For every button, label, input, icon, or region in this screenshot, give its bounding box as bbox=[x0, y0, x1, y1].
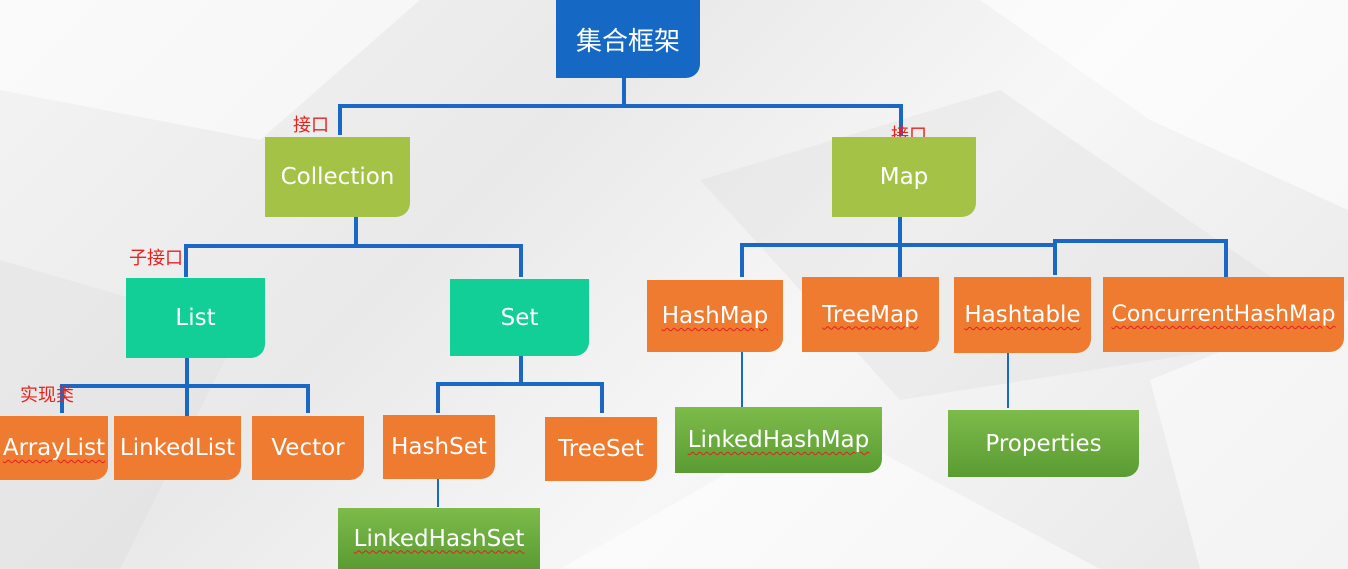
node-arraylist[interactable]: ArrayList bbox=[0, 416, 108, 480]
impl-class-label: 实现类 bbox=[20, 385, 74, 406]
node-label: List bbox=[175, 305, 216, 331]
node-linkedhashset[interactable]: LinkedHashSet bbox=[338, 508, 540, 569]
node-treemap[interactable]: TreeMap bbox=[802, 277, 939, 352]
node-label: ConcurrentHashMap bbox=[1111, 302, 1336, 327]
node-label: Map bbox=[879, 164, 929, 190]
interface-label-left: 接口 bbox=[293, 115, 329, 136]
node-vector[interactable]: Vector bbox=[252, 416, 364, 480]
node-label: HashMap bbox=[661, 303, 769, 329]
node-linkedlist[interactable]: LinkedList bbox=[114, 416, 241, 480]
node-label: LinkedHashMap bbox=[687, 427, 870, 453]
node-label: 集合框架 bbox=[575, 26, 680, 57]
node-collection-framework[interactable]: 集合框架 bbox=[556, 0, 700, 78]
node-collection[interactable]: Collection bbox=[265, 137, 410, 217]
node-set[interactable]: Set bbox=[450, 279, 589, 356]
node-map[interactable]: Map bbox=[832, 137, 976, 217]
node-list[interactable]: List bbox=[126, 278, 265, 358]
node-label: Collection bbox=[280, 164, 395, 190]
node-label: HashSet bbox=[391, 434, 487, 460]
node-label: Vector bbox=[271, 435, 345, 461]
node-hashtable[interactable]: Hashtable bbox=[954, 277, 1091, 353]
node-label: ArrayList bbox=[2, 435, 106, 461]
node-hashset[interactable]: HashSet bbox=[383, 415, 495, 479]
node-label: TreeSet bbox=[558, 436, 644, 462]
node-label: TreeMap bbox=[822, 301, 919, 328]
node-treeset[interactable]: TreeSet bbox=[545, 417, 657, 481]
node-properties[interactable]: Properties bbox=[948, 410, 1139, 477]
node-label: Hashtable bbox=[964, 302, 1081, 328]
node-label: Properties bbox=[985, 430, 1102, 457]
node-label: LinkedList bbox=[119, 435, 236, 461]
node-concurrenthashmap[interactable]: ConcurrentHashMap bbox=[1103, 277, 1344, 352]
node-linkedhashmap[interactable]: LinkedHashMap bbox=[675, 407, 882, 473]
node-label: LinkedHashSet bbox=[353, 525, 525, 552]
sub-interface-label: 子接口 bbox=[129, 248, 183, 269]
node-hashmap[interactable]: HashMap bbox=[647, 280, 783, 352]
node-label: Set bbox=[500, 304, 539, 331]
